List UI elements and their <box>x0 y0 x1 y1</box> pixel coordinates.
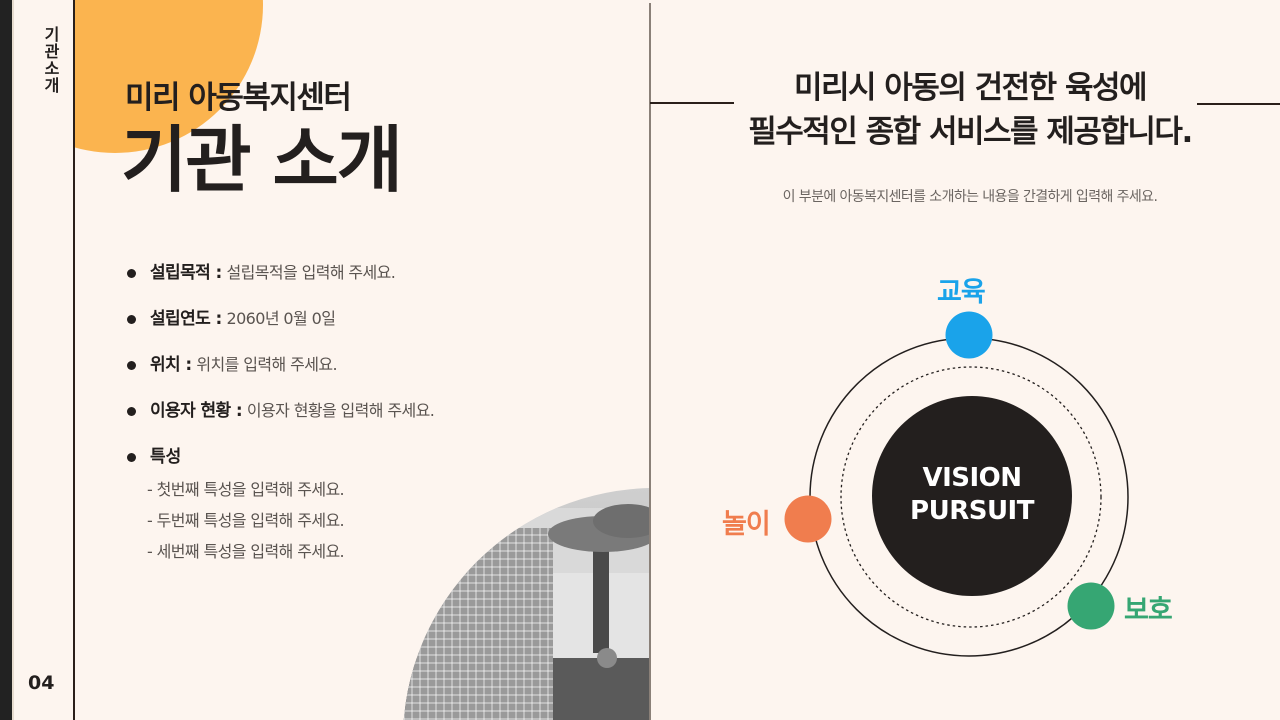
headline: 미리시 아동의 건전한 육성에 필수적인 종합 서비스를 제공합니다. <box>700 66 1240 154</box>
organization-name: 미리 아동복지센터 <box>125 80 352 116</box>
photo-cloud <box>593 504 650 538</box>
education-node-label: 교육 <box>937 277 986 308</box>
info-key: 이용자 현황 : <box>150 401 243 421</box>
sidebar-divider <box>73 0 75 720</box>
bullet-icon <box>127 269 136 278</box>
bullet-icon <box>127 453 136 462</box>
bullet-icon <box>127 361 136 370</box>
core-label-line2: PURSUIT <box>910 496 1034 526</box>
feature-line: - 첫번째 특성을 입력해 주세요. <box>147 480 345 499</box>
education-node-dot <box>945 311 993 359</box>
features-heading-label: 특성 <box>150 447 182 467</box>
info-value: 이용자 현황을 입력해 주세요. <box>246 401 435 420</box>
info-item-location: 위치 : 위치를 입력해 주세요. <box>125 350 434 396</box>
playground-photo <box>403 488 650 720</box>
section-title-vertical: 기관소개 <box>41 26 60 94</box>
intro-panel: 미리 아동복지센터 기관 소개 설립목적 : 설립목적을 입력해 주세요. 설립… <box>75 0 650 720</box>
photo-ball <box>597 648 617 668</box>
info-item-founded: 설립연도 : 2060년 0월 0일 <box>125 304 434 350</box>
outer-orbit-ring <box>809 337 1129 657</box>
headline-line: 필수적인 종합 서비스를 제공합니다. <box>748 114 1193 150</box>
bullet-icon <box>127 315 136 324</box>
care-node-dot <box>1067 582 1115 630</box>
left-strip-edge <box>12 0 14 720</box>
info-key: 설립연도 : <box>150 309 222 329</box>
page-number: 04 <box>28 672 55 694</box>
info-key: 설립목적 : <box>150 263 222 283</box>
info-value: 설립목적을 입력해 주세요. <box>226 263 396 282</box>
feature-line: - 두번째 특성을 입력해 주세요. <box>147 511 345 530</box>
info-item-users: 이용자 현황 : 이용자 현황을 입력해 주세요. <box>125 396 435 442</box>
care-node-label: 보호 <box>1124 595 1173 626</box>
info-key: 위치 : <box>150 355 192 375</box>
bullet-icon <box>127 407 136 416</box>
headline-line: 미리시 아동의 건전한 육성에 <box>793 70 1148 106</box>
core-label: VISION PURSUIT <box>872 462 1072 528</box>
intro-text: 이 부분에 아동복지센터를 소개하는 내용을 간결하게 입력해 주세요. <box>782 189 1158 205</box>
left-dark-strip <box>0 0 12 720</box>
info-value: 위치를 입력해 주세요. <box>196 355 337 374</box>
info-list: 설립목적 : 설립목적을 입력해 주세요. 설립연도 : 2060년 0월 0일… <box>125 258 435 567</box>
photo-clip <box>75 0 650 720</box>
info-item-purpose: 설립목적 : 설립목적을 입력해 주세요. <box>125 258 434 304</box>
core-label-line1: VISION <box>922 463 1022 493</box>
play-node-label: 놀이 <box>722 509 771 540</box>
headline-rule-left <box>650 102 734 104</box>
photo-net <box>403 528 553 720</box>
core-circle <box>872 396 1072 596</box>
page-title: 기관 소개 <box>121 118 403 202</box>
center-divider <box>649 3 651 720</box>
headline-rule-right <box>1197 103 1280 105</box>
info-value: 2060년 0월 0일 <box>226 309 336 328</box>
feature-line: - 세번째 특성을 입력해 주세요. <box>147 542 345 561</box>
play-node-dot <box>784 495 832 543</box>
photo-pillar <box>593 533 609 653</box>
dotted-orbit-ring <box>840 366 1102 628</box>
features-heading: 특성 <box>125 442 434 474</box>
